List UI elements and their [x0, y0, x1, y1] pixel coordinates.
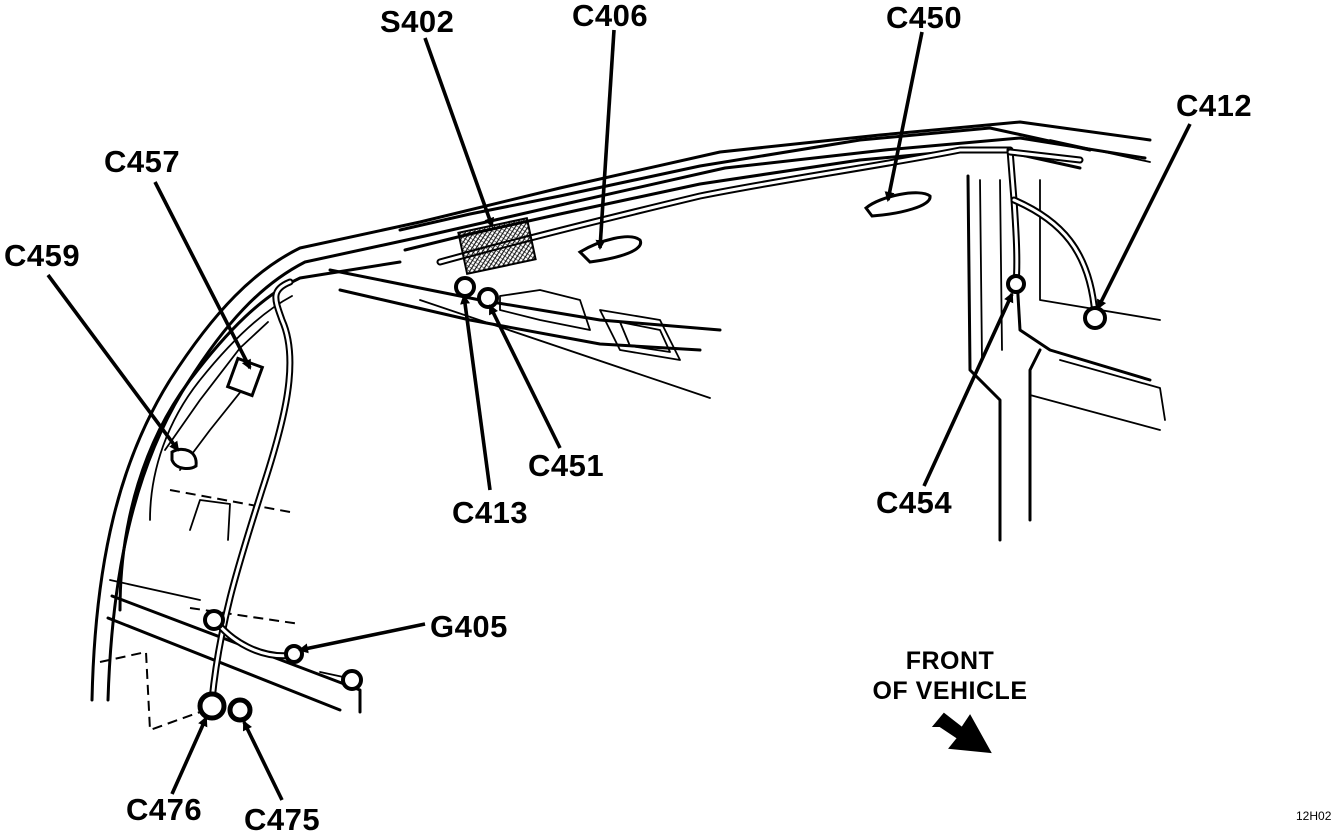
label-c406: C406: [572, 0, 649, 33]
connector-c406: [577, 235, 643, 264]
leader-g405: [298, 622, 426, 654]
label-c412: C412: [1176, 88, 1253, 123]
leader-c413: [460, 294, 492, 491]
leader-c450: [884, 31, 924, 202]
front-label-line2: OF VEHICLE: [872, 677, 1028, 705]
label-g405: G405: [430, 609, 508, 644]
connector-c451: [477, 287, 499, 309]
label-c413: C413: [452, 495, 529, 530]
label-s402: S402: [380, 4, 455, 39]
leader-c454: [922, 292, 1014, 487]
label-c450: C450: [886, 0, 963, 35]
connector-c457: [225, 356, 265, 398]
ground-bolt: [341, 669, 363, 691]
front-label-line1: FRONT: [905, 647, 995, 675]
leader-c457: [153, 181, 252, 370]
label-c451: C451: [528, 448, 605, 483]
connector-shapes: [170, 191, 1107, 723]
ground-g405: [284, 644, 304, 664]
connector-c450: [863, 191, 932, 218]
leader-lines: [46, 29, 1192, 801]
wiring-harness: [208, 146, 1099, 704]
label-c459: C459: [4, 238, 81, 273]
label-c476: C476: [126, 792, 203, 827]
front-direction-arrow: [931, 712, 992, 754]
leader-c475: [242, 720, 284, 801]
leader-c459: [46, 273, 180, 452]
label-c454: C454: [876, 485, 953, 520]
leader-c406: [595, 29, 616, 250]
leader-s402: [423, 37, 495, 228]
connector-c413: [454, 276, 476, 298]
connector-c459: [170, 447, 198, 470]
connector-c454: [1006, 274, 1026, 294]
label-c457: C457: [104, 144, 181, 179]
connector-c475: [227, 697, 253, 723]
harness-clip: [203, 609, 225, 631]
connector-c476: [197, 691, 227, 721]
figure-reference-code: 12H02: [1296, 809, 1332, 823]
leader-c451: [488, 304, 562, 449]
leader-c476: [170, 716, 208, 795]
front-of-vehicle-label: FRONT OF VEHICLE: [860, 646, 1040, 706]
leader-c412: [1096, 123, 1192, 310]
connector-c412: [1083, 306, 1107, 330]
label-c475: C475: [244, 802, 321, 837]
